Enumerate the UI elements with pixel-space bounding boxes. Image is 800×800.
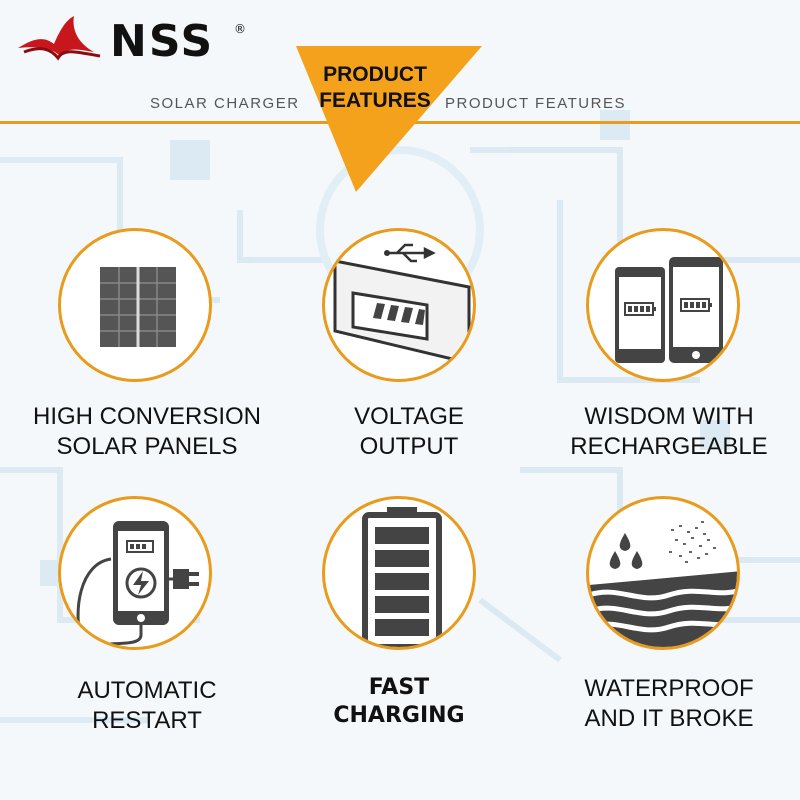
feature-line1: VOLTAGE xyxy=(354,403,464,430)
feature-line1: WATERPROOF xyxy=(584,675,754,702)
nss-swoosh-icon xyxy=(18,16,101,61)
phone-charging-plug-icon xyxy=(76,521,199,647)
waterproof-layer-icon xyxy=(589,521,737,647)
feature-label: WATERPROOF AND IT BROKE xyxy=(539,674,799,734)
banner-title: PRODUCT FEATURES xyxy=(300,62,450,114)
phones-battery-icon xyxy=(615,257,723,363)
feature-solar-panels-badge xyxy=(58,228,212,382)
feature-label: FAST CHARGING xyxy=(269,674,529,730)
feature-fast-charging-badge xyxy=(322,496,476,650)
feature-label: AUTOMATIC RESTART xyxy=(17,676,277,736)
feature-line1: AUTOMATIC xyxy=(77,677,217,704)
feature-line2: SOLAR PANELS xyxy=(56,433,238,460)
feature-line2: RESTART xyxy=(92,707,202,734)
brand-logo: NSS ® xyxy=(14,8,246,68)
feature-line1: WISDOM WITH xyxy=(584,403,754,430)
feature-voltage-output-badge xyxy=(322,228,476,382)
brand-name: NSS xyxy=(110,16,215,67)
feature-label: HIGH CONVERSION SOLAR PANELS xyxy=(17,402,277,462)
feature-line2: CHARGING xyxy=(333,703,465,728)
feature-label: WISDOM WITH RECHARGEABLE xyxy=(539,402,799,462)
banner-title-line1: PRODUCT xyxy=(323,63,427,86)
feature-line2: RECHARGEABLE xyxy=(570,433,768,460)
registered-mark: ® xyxy=(234,22,246,36)
banner-title-line2: FEATURES xyxy=(319,89,431,112)
battery-full-icon xyxy=(362,507,442,647)
feature-line1: FAST xyxy=(368,675,430,700)
solar-panel-icon xyxy=(100,267,176,347)
feature-automatic-restart-badge xyxy=(58,496,212,650)
feature-rechargeable-badge xyxy=(586,228,740,382)
banner-triangle xyxy=(296,46,482,192)
feature-line1: HIGH CONVERSION xyxy=(32,403,262,430)
feature-waterproof-badge xyxy=(586,496,740,650)
feature-label: VOLTAGE OUTPUT xyxy=(279,402,539,462)
banner-subtitle-right: PRODUCT FEATURES xyxy=(445,95,626,112)
usb-port-icon xyxy=(333,243,471,365)
feature-line2: AND IT BROKE xyxy=(584,705,754,732)
banner-subtitle-left: SOLAR CHARGER xyxy=(150,95,300,112)
feature-line2: OUTPUT xyxy=(359,433,459,460)
